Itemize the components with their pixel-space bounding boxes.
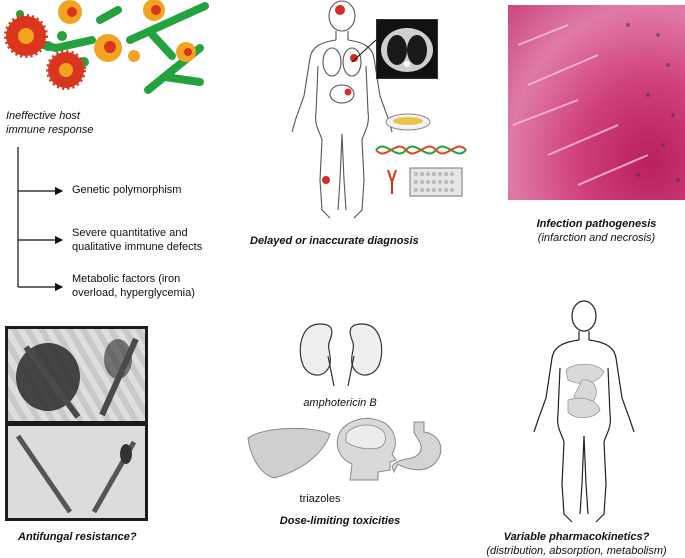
immune-factor-arrows xyxy=(17,147,64,292)
kidneys-icon xyxy=(299,323,383,387)
head-brain-icon xyxy=(336,417,397,481)
immune-factor-defects: Severe quantitative and qualitative immu… xyxy=(72,227,203,253)
immune-factor-genetic: Genetic polymorphism xyxy=(72,184,182,196)
pathogenesis-caption: Infection pathogenesis (infarction and n… xyxy=(508,217,685,245)
etest-plate-bottom xyxy=(8,426,145,518)
immune-title: Ineffective host immune response xyxy=(6,110,94,136)
resistance-title: Antifungal resistance? xyxy=(18,531,137,543)
liver-icon xyxy=(247,427,331,479)
pk-caption: Variable pharmacokinetics? (distribution… xyxy=(468,530,685,558)
pathogenesis-title: Infection pathogenesis xyxy=(536,218,657,230)
diagnosis-title: Delayed or inaccurate diagnosis xyxy=(250,235,419,247)
immune-factor-metabolic: Metabolic factors (iron overload, hyperg… xyxy=(72,273,195,299)
pk-title: Variable pharmacokinetics? xyxy=(503,531,650,543)
histology-micrograph xyxy=(508,5,685,200)
drug-triazoles: triazoles xyxy=(299,493,341,505)
human-body-diagnosis-figure xyxy=(291,0,393,219)
ct-scan-pointer xyxy=(351,39,377,63)
stomach-icon xyxy=(391,421,442,474)
fungal-cells-illustration xyxy=(4,0,209,94)
toxicity-title: Dose-limiting toxicities xyxy=(279,515,401,527)
lab-tests-illustration xyxy=(375,113,467,197)
etest-plate-top xyxy=(8,329,145,421)
pathogenesis-subtitle: (infarction and necrosis) xyxy=(537,232,656,244)
ct-scan-image xyxy=(376,19,438,79)
etest-resistance-photo xyxy=(5,326,148,521)
drug-amphotericin: amphotericin B xyxy=(303,397,377,409)
pk-subtitle: (distribution, absorption, metabolism) xyxy=(486,545,667,557)
human-body-pk-figure xyxy=(533,300,635,523)
